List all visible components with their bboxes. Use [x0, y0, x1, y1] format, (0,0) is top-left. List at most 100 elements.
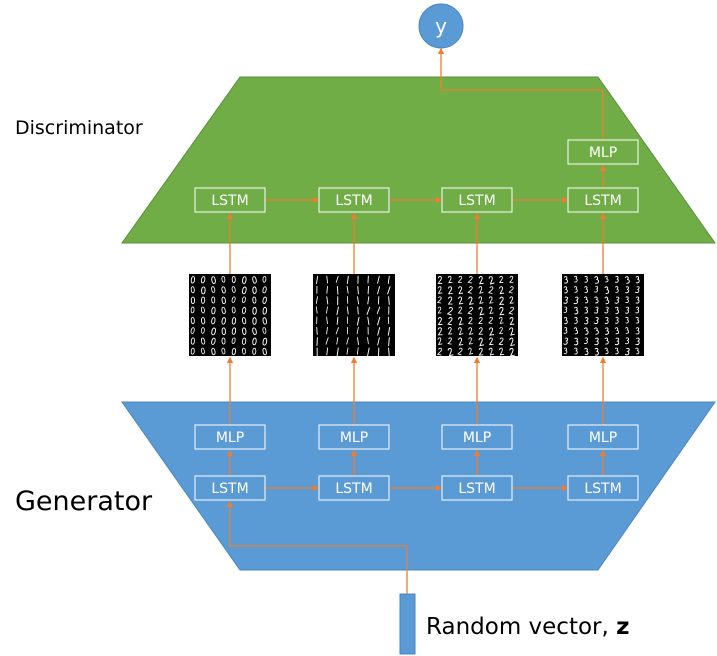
digit-sample — [508, 286, 514, 294]
digit-sample — [387, 286, 391, 295]
digit-sample — [437, 317, 443, 326]
digit-sample — [594, 276, 599, 284]
discriminator-lstm-3: LSTM — [441, 187, 513, 213]
generator-mlp-3-label: MLP — [463, 430, 491, 446]
digit-sample — [563, 286, 568, 294]
digit-sample — [499, 286, 505, 295]
random-vector-text: Random vector, — [426, 614, 617, 640]
generator-mlp-3-frame — [441, 424, 513, 450]
digit-sample — [357, 296, 360, 305]
discriminator-lstm-3-frame — [441, 187, 513, 213]
digit-sample — [221, 327, 226, 336]
digit-sample — [635, 276, 640, 284]
digit-sample — [200, 306, 205, 314]
digit-sample — [336, 316, 339, 325]
digit-sample — [190, 286, 195, 294]
digit-sample — [316, 326, 318, 335]
digit-sample — [335, 275, 339, 283]
digit-sample — [468, 327, 474, 335]
digit-sample — [357, 306, 359, 315]
generator-mlp-2: MLP — [318, 424, 390, 450]
generator-mlp-4-label: MLP — [589, 430, 617, 446]
digit-sample — [231, 337, 236, 344]
digit-sample — [356, 316, 360, 326]
digit-sample — [252, 337, 257, 346]
digit-sample — [242, 337, 247, 345]
generator-lstm-2: LSTM — [318, 475, 390, 501]
generator-mlp-1: MLP — [194, 424, 266, 450]
digit-sample — [573, 286, 578, 293]
digit-sample — [190, 317, 195, 325]
digit-sample — [604, 296, 610, 305]
generator-mlp-1-label: MLP — [216, 430, 244, 446]
digit-sample — [190, 276, 195, 284]
digit-sample — [242, 306, 247, 314]
digit-sample — [326, 347, 329, 356]
digit-sample — [594, 337, 599, 346]
digit-sample — [604, 306, 609, 314]
digit-sample — [468, 337, 473, 345]
digit-sample — [488, 296, 494, 304]
generator-lstm-1-frame — [194, 475, 266, 501]
digit-sample — [211, 296, 216, 304]
digit-sample — [437, 337, 443, 345]
digit-sample — [252, 286, 257, 295]
digit-sample — [377, 275, 380, 284]
digit-sample — [366, 306, 371, 315]
digit-sample — [221, 347, 226, 355]
digit-sample — [231, 276, 236, 283]
digit-sample — [584, 306, 589, 314]
digit-sample — [447, 296, 453, 305]
digit-sample — [262, 327, 267, 334]
digit-sample — [262, 306, 267, 315]
digit-sample — [221, 306, 226, 315]
digit-sample — [252, 347, 257, 355]
digit-sample — [336, 347, 339, 357]
digit-sample — [594, 296, 599, 304]
digit-sample — [357, 275, 359, 284]
discriminator-lstm-1-frame — [194, 187, 266, 213]
digit-sample — [635, 286, 640, 294]
generator-mlp-4: MLP — [567, 424, 639, 450]
digit-sample — [478, 316, 483, 325]
digit-sample — [388, 306, 390, 315]
digit-sample — [336, 285, 339, 295]
digit-sample — [377, 316, 381, 326]
digit-sample — [376, 306, 381, 315]
digit-sample — [436, 347, 443, 356]
digit-sample — [614, 316, 619, 324]
digit-sample — [346, 337, 349, 345]
digit-sample — [190, 347, 195, 355]
digit-sample — [499, 296, 505, 305]
digit-sample — [346, 275, 349, 285]
digit-sample — [211, 306, 216, 315]
digit-sample — [211, 317, 216, 325]
digit-sample — [231, 286, 236, 293]
digit-sample — [604, 316, 609, 324]
generator-mlp-1-frame — [194, 424, 266, 450]
discriminator-lstm-3-label: LSTM — [458, 193, 495, 209]
digit-sample — [190, 327, 195, 334]
input-to-generator-connector — [226, 500, 408, 594]
digit-sample — [604, 286, 610, 294]
digit-sample — [201, 296, 206, 304]
digit-sample — [635, 347, 640, 355]
digit-sample — [594, 327, 599, 335]
digit-sample — [563, 347, 568, 355]
digit-sample — [604, 327, 610, 335]
digit-sample — [377, 296, 380, 305]
digit-sample — [437, 296, 442, 304]
discriminator-mlp: MLP — [567, 139, 639, 165]
digit-sample — [478, 296, 484, 304]
digit-sample — [604, 337, 609, 345]
digit-sample — [574, 275, 578, 283]
generator-lstm-3: LSTM — [441, 475, 513, 501]
digit-sample — [615, 286, 619, 293]
digit-sample — [509, 347, 515, 357]
digit-sample — [221, 337, 226, 345]
digit-sample — [488, 347, 495, 356]
generator-lstm-1-label: LSTM — [211, 481, 248, 497]
digit-sample — [584, 286, 589, 293]
digit-sample — [457, 327, 464, 336]
